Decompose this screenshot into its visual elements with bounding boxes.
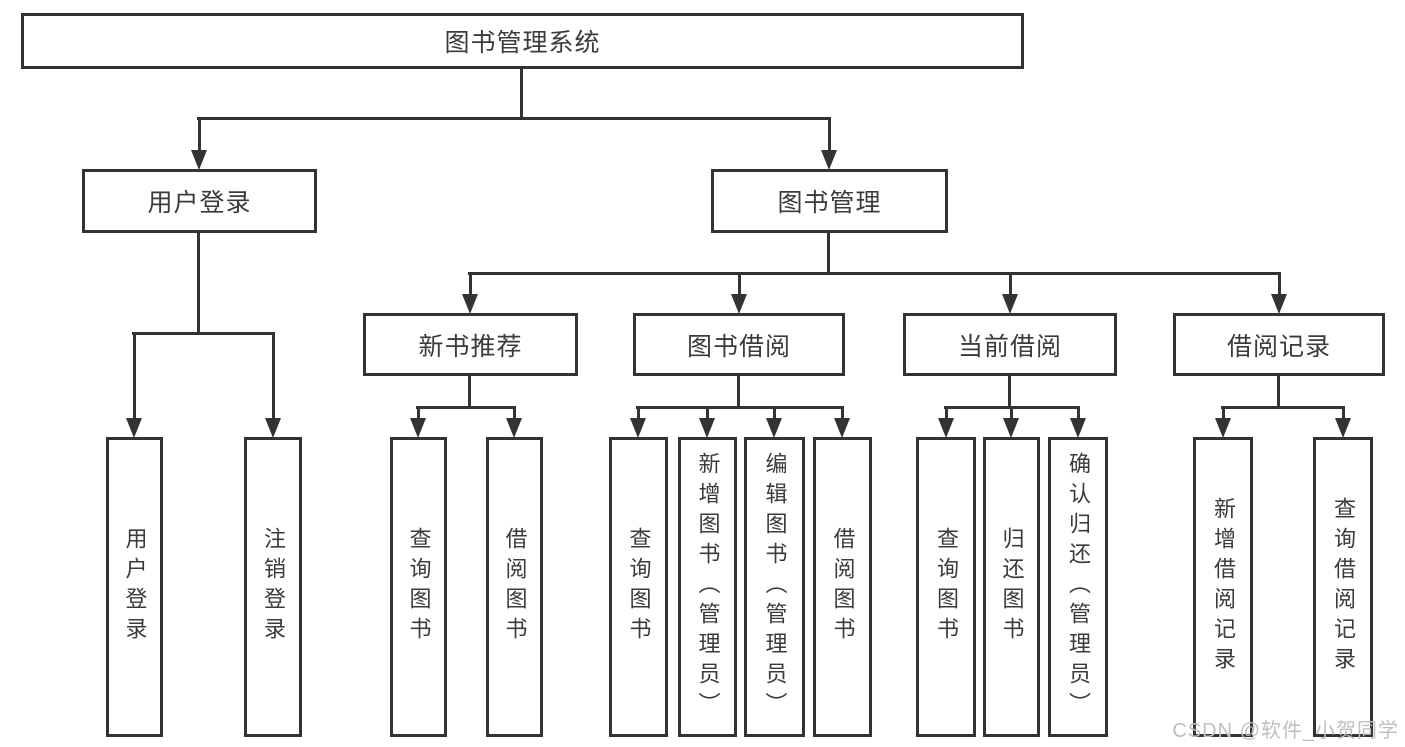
connector-line bbox=[1221, 406, 1345, 409]
leaf-confirm-return-admin: 确认归还（管理员） bbox=[1048, 437, 1108, 737]
arrow-down-icon bbox=[1215, 406, 1231, 438]
leaf-add-book-admin: 新增图书（管理员） bbox=[678, 437, 737, 737]
leaf-label: 新增借阅记录 bbox=[1211, 497, 1236, 677]
leaf-borrow-books-recommend: 借阅图书 bbox=[486, 437, 543, 737]
leaf-label: 查询图书 bbox=[626, 527, 652, 647]
connector-line bbox=[1008, 376, 1011, 408]
node-label: 图书管理系统 bbox=[444, 29, 601, 57]
arrow-down-icon bbox=[834, 406, 850, 438]
node-new-book-recommend: 新书推荐 bbox=[363, 313, 578, 376]
node-label: 图书借阅 bbox=[686, 332, 791, 361]
leaf-label: 新增图书（管理员） bbox=[695, 452, 721, 722]
leaf-edit-book-admin: 编辑图书（管理员） bbox=[744, 437, 805, 737]
leaf-label: 借阅图书 bbox=[502, 527, 528, 647]
leaf-label: 借阅图书 bbox=[830, 527, 856, 647]
arrow-down-icon bbox=[1003, 406, 1019, 438]
arrow-down-icon bbox=[126, 332, 142, 438]
connector-line bbox=[468, 376, 471, 408]
leaf-borrow-books: 借阅图书 bbox=[813, 437, 872, 737]
arrow-down-icon bbox=[506, 406, 522, 438]
leaf-label: 归还图书 bbox=[999, 527, 1025, 647]
arrow-down-icon bbox=[1271, 272, 1287, 314]
arrow-down-icon bbox=[1070, 406, 1086, 438]
leaf-label: 用户登录 bbox=[122, 527, 148, 647]
leaf-query-books-borrow: 查询图书 bbox=[609, 437, 668, 737]
connector-line bbox=[636, 406, 844, 409]
leaf-label: 编辑图书（管理员） bbox=[762, 452, 788, 722]
node-borrow-records: 借阅记录 bbox=[1173, 313, 1385, 376]
arrow-down-icon bbox=[821, 117, 837, 170]
node-label: 用户登录 bbox=[147, 189, 252, 217]
arrow-down-icon bbox=[1002, 272, 1018, 314]
node-user-login: 用户登录 bbox=[82, 169, 317, 233]
node-book-borrow: 图书借阅 bbox=[633, 313, 845, 376]
arrow-down-icon bbox=[191, 117, 207, 170]
connector-line bbox=[132, 332, 275, 335]
connector-line bbox=[416, 406, 516, 409]
arrow-down-icon bbox=[630, 406, 646, 438]
leaf-query-books-recommend: 查询图书 bbox=[390, 437, 447, 737]
connector-line bbox=[468, 272, 1280, 275]
connector-line bbox=[1277, 376, 1280, 408]
csdn-watermark: CSDN @软件_小贺同学 bbox=[1172, 720, 1399, 742]
leaf-return-books: 归还图书 bbox=[983, 437, 1040, 737]
arrow-down-icon bbox=[265, 332, 281, 438]
leaf-label: 确认归还（管理员） bbox=[1066, 452, 1091, 722]
arrow-down-icon bbox=[699, 406, 715, 438]
arrow-down-icon bbox=[410, 406, 426, 438]
node-book-management: 图书管理 bbox=[711, 169, 948, 233]
arrow-down-icon bbox=[731, 272, 747, 314]
node-label: 图书管理 bbox=[777, 189, 882, 217]
leaf-label: 查询图书 bbox=[934, 527, 959, 647]
node-label: 当前借阅 bbox=[957, 332, 1062, 361]
node-root: 图书管理系统 bbox=[21, 13, 1024, 69]
connector-line bbox=[197, 117, 830, 120]
leaf-logout: 注销登录 bbox=[244, 437, 302, 737]
arrow-down-icon bbox=[938, 406, 954, 438]
connector-line bbox=[520, 69, 523, 119]
arrow-down-icon bbox=[766, 406, 782, 438]
leaf-add-borrow-record: 新增借阅记录 bbox=[1193, 437, 1253, 737]
connector-line bbox=[197, 233, 200, 334]
node-label: 借阅记录 bbox=[1226, 332, 1331, 361]
leaf-label: 注销登录 bbox=[261, 527, 286, 647]
leaf-label: 查询借阅记录 bbox=[1331, 497, 1356, 677]
arrow-down-icon bbox=[1335, 406, 1351, 438]
node-current-borrow: 当前借阅 bbox=[903, 313, 1117, 376]
leaf-user-login: 用户登录 bbox=[106, 437, 163, 737]
arrow-down-icon bbox=[462, 272, 478, 314]
leaf-query-borrow-record: 查询借阅记录 bbox=[1313, 437, 1373, 737]
leaf-label: 查询图书 bbox=[406, 527, 432, 647]
connector-line bbox=[827, 233, 830, 274]
node-label: 新书推荐 bbox=[418, 332, 523, 361]
connector-line bbox=[737, 376, 740, 408]
leaf-query-books-current: 查询图书 bbox=[916, 437, 976, 737]
